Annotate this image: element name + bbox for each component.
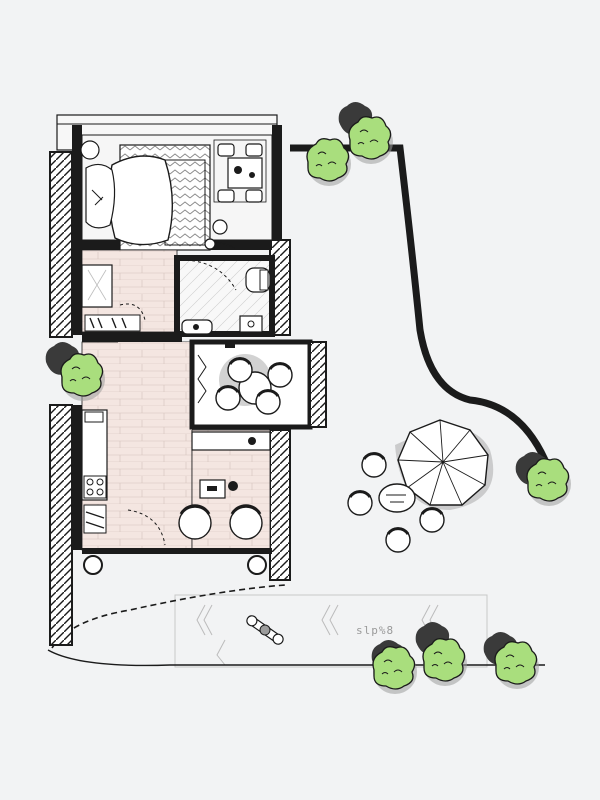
balcony bbox=[189, 339, 327, 430]
artist-signature: slp%8 bbox=[356, 624, 394, 637]
patio-set bbox=[346, 419, 494, 554]
desk-set bbox=[213, 139, 267, 203]
chair-icon bbox=[214, 384, 242, 412]
sideboard-icon bbox=[191, 431, 271, 451]
hallway bbox=[81, 249, 182, 342]
patio-table-icon bbox=[378, 483, 416, 513]
chair-icon bbox=[266, 361, 294, 389]
tree-icon bbox=[483, 632, 540, 690]
chair-icon bbox=[217, 143, 235, 157]
plant-pot-icon bbox=[83, 555, 103, 575]
garden-path bbox=[290, 144, 549, 462]
chair-icon bbox=[245, 143, 263, 157]
shoe-rack-icon bbox=[84, 314, 141, 332]
stove-icon bbox=[83, 475, 107, 499]
door-swing-arc bbox=[127, 509, 166, 546]
pouf-icon bbox=[212, 219, 228, 235]
living-kitchen bbox=[81, 341, 272, 575]
dining-set bbox=[214, 354, 294, 416]
wardrobe-icon bbox=[81, 264, 113, 308]
chair-icon bbox=[418, 506, 446, 534]
chair-icon bbox=[254, 388, 282, 416]
patio-umbrella-icon bbox=[397, 419, 489, 506]
ground-strip: slp%8 bbox=[174, 594, 488, 668]
plant-pot-icon bbox=[247, 555, 267, 575]
sink-icon bbox=[239, 315, 263, 333]
chair-icon bbox=[360, 451, 388, 479]
tree-icon bbox=[415, 622, 468, 687]
chair-icon bbox=[217, 189, 235, 203]
tree-icon bbox=[515, 452, 572, 507]
paving-chevrons bbox=[196, 604, 439, 666]
bedroom bbox=[80, 134, 273, 251]
tree-icon bbox=[348, 116, 394, 165]
bicycle-icon bbox=[246, 615, 284, 645]
door-swing-arc bbox=[185, 259, 237, 291]
armchair-icon bbox=[229, 504, 263, 540]
chair-icon bbox=[226, 356, 254, 384]
tree-icon bbox=[371, 640, 418, 695]
chair-icon bbox=[346, 489, 374, 517]
chair-icon bbox=[384, 526, 412, 554]
armchair-icon bbox=[178, 504, 212, 540]
chair-icon bbox=[245, 189, 263, 203]
door-swing-arc bbox=[119, 303, 146, 321]
lamp-icon bbox=[80, 140, 100, 160]
shelf-icon bbox=[83, 504, 107, 534]
garden-edge-line bbox=[47, 649, 545, 667]
bathroom bbox=[174, 238, 275, 337]
